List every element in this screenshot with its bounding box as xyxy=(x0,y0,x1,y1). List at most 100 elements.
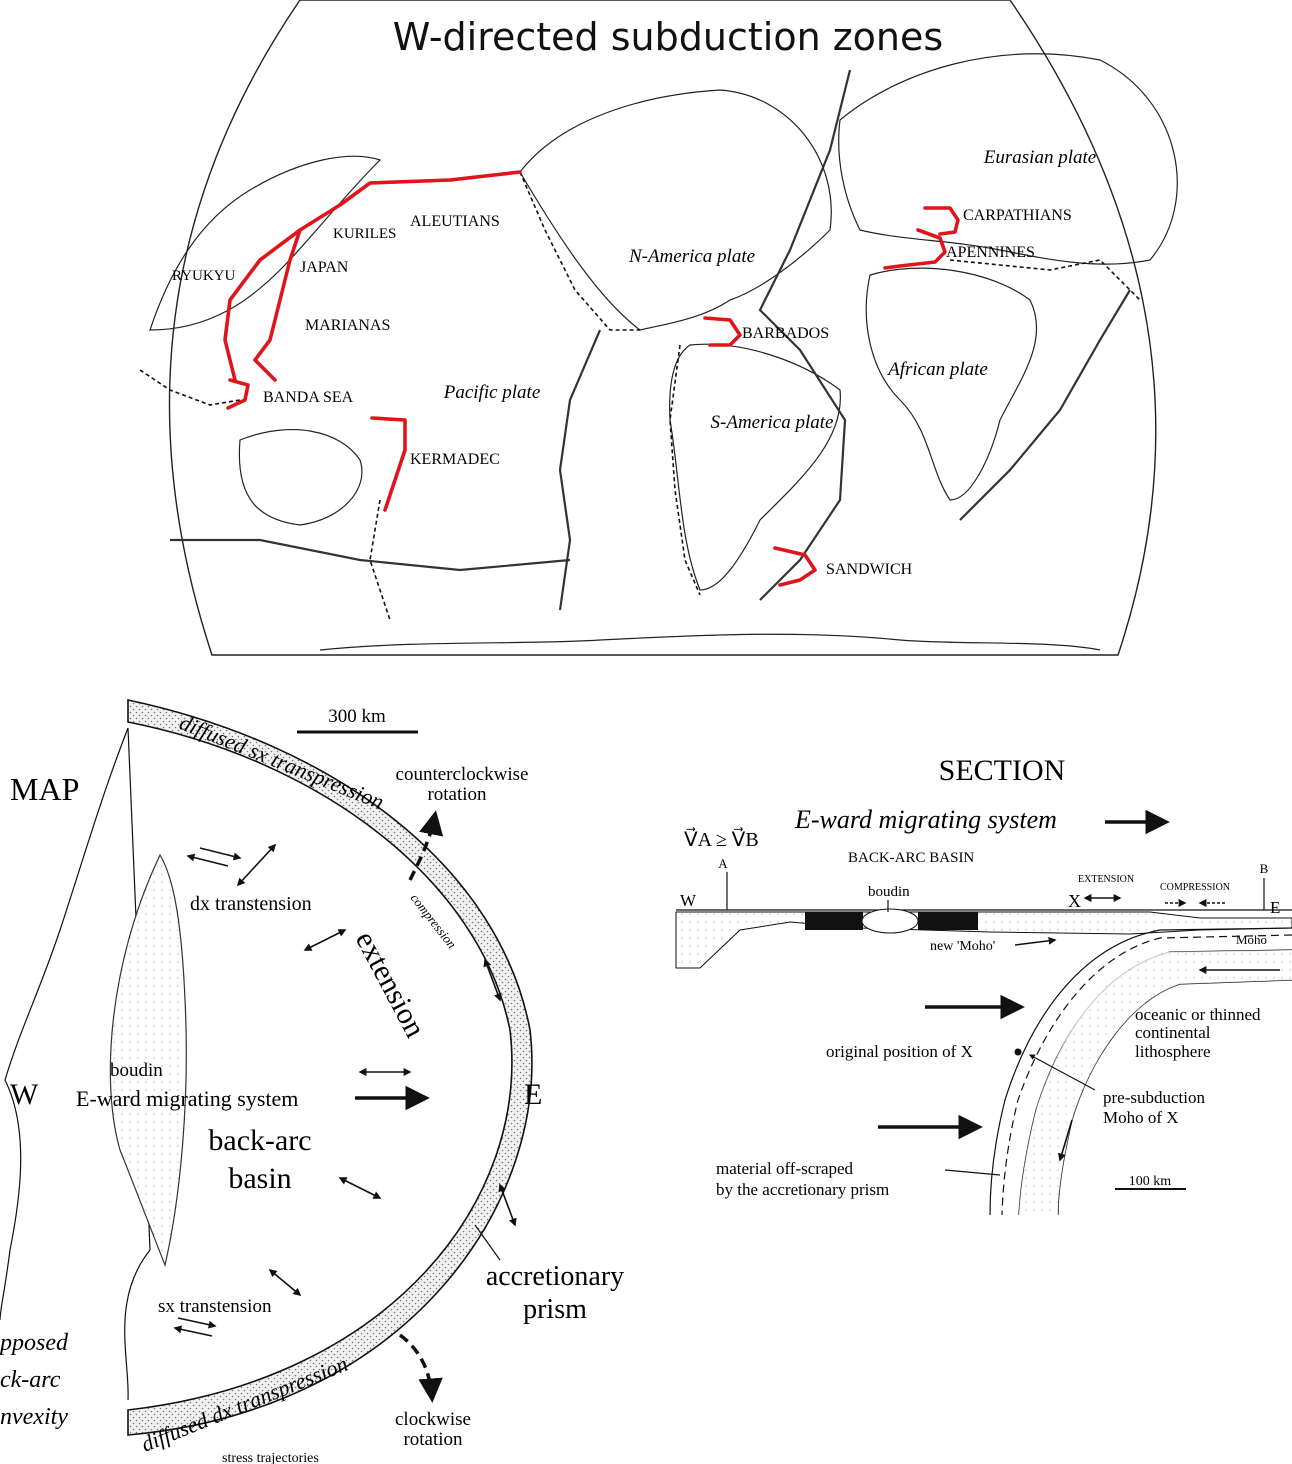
new-moho-arrow xyxy=(1014,936,1057,946)
label-s-america-plate: S-America plate xyxy=(711,412,834,433)
map-panel: 300 km MAP diffused sx transpression cou… xyxy=(0,699,624,1464)
label-section-scale: 100 km xyxy=(1129,1174,1172,1189)
slab-upper xyxy=(989,927,1292,1216)
label-velocity: V⃗A ≥ V⃗B xyxy=(684,826,759,851)
label-oceanic-2: continental xyxy=(1135,1023,1211,1042)
label-material-2: by the accretionary prism xyxy=(716,1180,889,1199)
material-leader xyxy=(944,1169,1001,1176)
map-title: W-directed subduction zones xyxy=(393,15,943,59)
crust-layer xyxy=(675,911,1292,969)
label-cw-1: clockwise xyxy=(395,1409,471,1430)
presub-leader xyxy=(1028,1054,1096,1091)
label-ccw-1: counterclockwise xyxy=(396,764,529,785)
label-opposed-2: ck-arc xyxy=(0,1367,61,1393)
backarc-convexity-line xyxy=(0,727,129,1321)
slab-arrow-2 xyxy=(1058,1119,1073,1162)
red-aleutians-kuriles-japan-marianas xyxy=(253,170,522,382)
red-banda xyxy=(226,378,250,410)
label-w: W xyxy=(10,1078,39,1111)
label-opposed-1: pposed xyxy=(0,1330,69,1356)
label-presub-1: pre-subduction xyxy=(1103,1088,1205,1107)
sx-arrow-1 xyxy=(268,1268,302,1297)
coast-south-america xyxy=(669,343,841,591)
map-frame xyxy=(168,0,1157,656)
label-carpathians: CARPATHIANS xyxy=(963,207,1072,224)
label-backarc-1: back-arc xyxy=(208,1124,311,1157)
boudin-neck-1 xyxy=(805,912,863,930)
label-section-e: E xyxy=(1270,898,1280,917)
label-backarc-basin: BACK-ARC BASIN xyxy=(848,850,974,866)
label-backarc-2: basin xyxy=(228,1162,291,1195)
label-x: X xyxy=(1068,891,1081,911)
boudin-body xyxy=(861,908,919,934)
label-extension: extension xyxy=(349,926,432,1043)
coast-north-america xyxy=(519,89,832,331)
label-oceanic-3: lithosphere xyxy=(1135,1042,1211,1061)
extension-arrow-2 xyxy=(483,958,502,1002)
label-ryukyu: RYUKYU xyxy=(172,268,236,284)
coast-australia xyxy=(238,429,363,526)
trench-hellenic-iran xyxy=(949,259,1141,301)
label-marianas: MARIANAS xyxy=(305,317,390,334)
dx-shear-arrow xyxy=(199,847,242,861)
red-barbados xyxy=(703,316,742,347)
label-eurasian-plate: Eurasian plate xyxy=(983,147,1096,168)
label-barbados: BARBADOS xyxy=(742,325,829,342)
label-opposed-3: nvexity xyxy=(0,1404,68,1430)
boudin-lens xyxy=(109,853,187,1268)
label-presub-2: Moho of X xyxy=(1103,1108,1179,1127)
scale-label: 300 km xyxy=(328,706,386,727)
coast-antarctica xyxy=(319,633,1101,651)
accretionary-prism-band xyxy=(127,699,533,1436)
label-new-moho: new 'Moho' xyxy=(930,939,995,954)
label-japan: JAPAN xyxy=(300,259,349,276)
label-dx-transtension: dx transtension xyxy=(190,893,312,915)
coast-eurasia xyxy=(838,53,1178,265)
outer-west-line xyxy=(124,727,151,1401)
label-n-america-plate: N-America plate xyxy=(628,246,755,267)
label-boudin: boudin xyxy=(110,1060,163,1081)
label-accretionary-1: accretionary xyxy=(486,1261,624,1292)
ridge-indian xyxy=(959,289,1131,521)
red-carpathians xyxy=(923,206,960,236)
section-panel: SECTION E-ward migrating system V⃗A ≥ V⃗… xyxy=(675,754,1292,1216)
label-b: B xyxy=(1260,861,1269,876)
slab-dashed xyxy=(1001,934,1292,1216)
label-sandwich: SANDWICH xyxy=(826,561,913,578)
dx-shear-arrow-2 xyxy=(186,853,229,867)
sx-shear-arrow-2 xyxy=(173,1325,213,1337)
label-original-x: original position of X xyxy=(826,1042,973,1061)
label-stress: stress trajectories xyxy=(222,1451,319,1464)
label-oceanic-1: oceanic or thinned xyxy=(1135,1005,1261,1024)
boudin-neck-2 xyxy=(918,912,978,930)
label-kuriles: KURILES xyxy=(333,226,396,242)
label-sx-transtension: sx transtension xyxy=(158,1296,272,1317)
label-ccw-2: rotation xyxy=(427,784,487,805)
label-accretionary-2: prism xyxy=(523,1294,587,1325)
red-sandwich xyxy=(773,546,817,587)
original-x-dot xyxy=(1014,1048,1022,1056)
world-map: W-directed subduction zones Eurasian pla… xyxy=(139,0,1178,656)
label-apennines: APENNINES xyxy=(946,244,1035,261)
trench-aleutian-alaska xyxy=(519,171,640,331)
cw-rotation-arrow xyxy=(398,1333,443,1403)
section-subtitle: E-ward migrating system xyxy=(794,805,1057,834)
accretionary-leader xyxy=(474,1224,501,1261)
ridge-east-pacific xyxy=(558,329,602,611)
section-title: SECTION xyxy=(939,754,1066,787)
label-pacific-plate: Pacific plate xyxy=(443,382,541,403)
map-panel-title: MAP xyxy=(10,771,79,807)
red-apennines xyxy=(883,228,947,270)
trench-andes xyxy=(669,344,701,596)
backarc-arrow-2 xyxy=(338,1177,382,1199)
ccw-rotation-arrow xyxy=(408,810,444,881)
label-african-plate: African plate xyxy=(886,359,988,380)
ridge-pacific-antarctic xyxy=(170,538,571,572)
backarc-arrow-3 xyxy=(498,1183,517,1227)
slab-lower xyxy=(1057,979,1292,1216)
label-kermadec: KERMADEC xyxy=(410,451,500,468)
coast-africa xyxy=(865,267,1038,501)
label-moho: Moho xyxy=(1236,932,1267,947)
red-ryukyu xyxy=(223,228,302,382)
